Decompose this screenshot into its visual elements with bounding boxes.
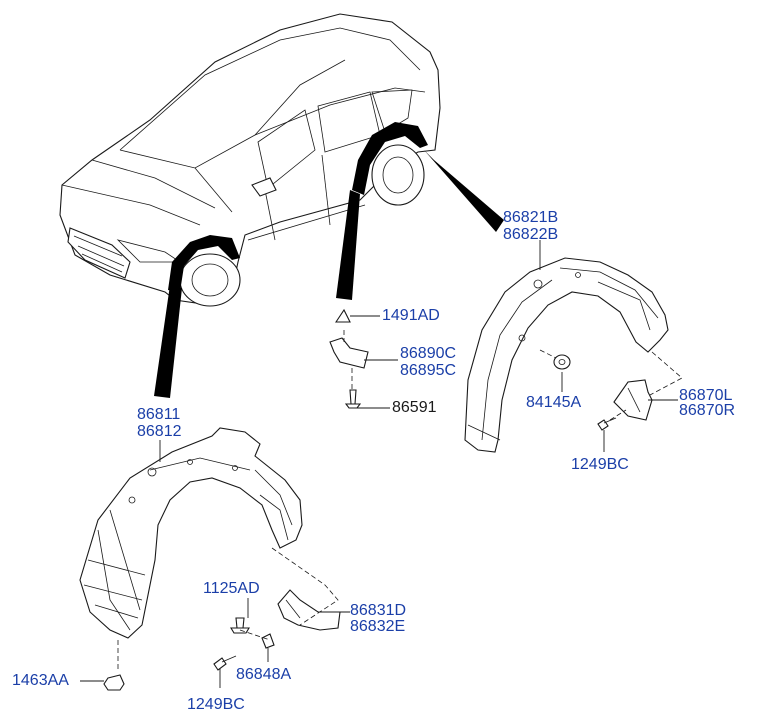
label-84145A: 84145A bbox=[526, 394, 582, 411]
front-fasteners bbox=[103, 617, 275, 691]
front-mud-guard bbox=[277, 589, 341, 631]
label-86848A: 86848A bbox=[236, 666, 292, 683]
rear-mud-guard bbox=[613, 379, 653, 421]
rear-leader-lines bbox=[343, 240, 683, 452]
label-86812: 86812 bbox=[137, 423, 182, 440]
label-1249BC-front: 1249BC bbox=[187, 696, 245, 713]
label-86890C: 86890C bbox=[400, 345, 457, 362]
rear-fasteners bbox=[329, 308, 617, 431]
label-1491AD: 1491AD bbox=[382, 307, 440, 324]
label-86870L: 86870L bbox=[679, 387, 733, 404]
front-leader-lines bbox=[80, 440, 350, 688]
label-86832E: 86832E bbox=[350, 618, 406, 635]
label-86811: 86811 bbox=[137, 406, 181, 423]
label-1249BC-rear: 1249BC bbox=[571, 456, 629, 473]
label-86895C: 86895C bbox=[400, 362, 457, 379]
rear-wheel-liner bbox=[464, 257, 669, 453]
label-86870R: 86870R bbox=[679, 402, 736, 419]
label-86591: 86591 bbox=[392, 399, 437, 416]
label-86831D: 86831D bbox=[350, 602, 407, 619]
label-1125AD: 1125AD bbox=[203, 580, 260, 597]
label-86821B: 86821B bbox=[503, 209, 559, 226]
label-1463AA: 1463AA bbox=[12, 672, 69, 689]
front-wheel-liner bbox=[79, 427, 303, 639]
label-86822B: 86822B bbox=[503, 226, 559, 243]
car-illustration bbox=[59, 13, 504, 398]
